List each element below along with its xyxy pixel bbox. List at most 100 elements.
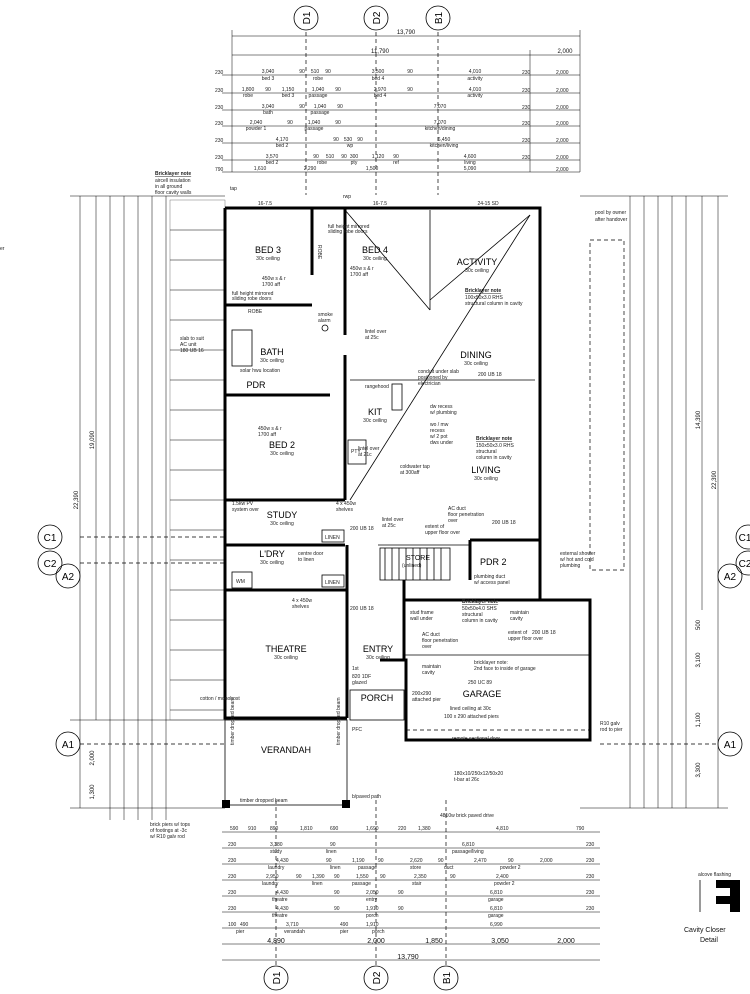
dim: 2,000 (556, 105, 569, 111)
dim: 90 (330, 842, 336, 848)
tbar-note: t-bar at 26c (454, 777, 480, 783)
left-overall-dim: 22,390 (74, 490, 80, 509)
door-note: 820 1DF (352, 674, 371, 680)
room-label-bed2: BED 2 (269, 440, 295, 450)
dim: 2,000 (556, 88, 569, 94)
ac-note: over (448, 518, 458, 524)
room-label-entry: ENTRY (363, 644, 393, 654)
grid-label: D2 (372, 971, 383, 984)
pfc-label: PFC (352, 727, 362, 733)
right-lower-dim: 3,100 (696, 652, 702, 668)
dim: 2,000 (540, 858, 553, 864)
dim: 90 (335, 120, 341, 126)
linen-label: LINEN (325, 535, 340, 541)
robe-label: ROBE (248, 309, 263, 315)
dim: 90 (296, 874, 302, 880)
dim: 2,000 (556, 121, 569, 127)
dim: 3,040 (262, 104, 275, 110)
dim: 230 (228, 858, 237, 864)
dim: 4,430 (276, 890, 289, 896)
brick-note: 2nd face to inside of garage (474, 666, 536, 672)
room-label-theatre: THEATRE (265, 644, 306, 654)
dim: 510 (311, 69, 320, 75)
beam-label: 200 UB 18 (350, 606, 374, 612)
walls (223, 206, 592, 742)
shelf-note: 450w s & r (262, 276, 286, 282)
dim: 1,800 (242, 87, 255, 93)
dim: 90 (341, 154, 347, 160)
dim: 90 (334, 890, 340, 896)
dim: 230 (215, 88, 224, 94)
dim-label: laundry (268, 865, 285, 871)
lintel-note: at 25c (365, 335, 379, 341)
dim: 1,850 (425, 938, 443, 945)
note-line: structural (462, 612, 483, 618)
room-label-study: STUDY (267, 510, 298, 520)
dim-label: robe (317, 160, 327, 166)
dim: 230 (228, 842, 237, 848)
stud-note: stud frame (410, 610, 434, 616)
smoke-alarm: smoke alarm (318, 312, 333, 332)
dim: 2,050 (366, 890, 379, 896)
dim: 90 (398, 906, 404, 912)
dim: 90 (378, 858, 384, 864)
dim-label: entry (366, 897, 378, 903)
dim-label: bed 4 (374, 93, 387, 99)
room-label-pdr2: PDR 2 (480, 557, 507, 567)
brick-hatch (169, 199, 226, 721)
right-dimensions: 22,390 14,390 500 3,100 1,100 3,300 (580, 195, 728, 809)
ceiling-note: 30c ceiling (270, 451, 294, 457)
beam-label: 200 UB 18 (478, 372, 502, 378)
dim-label: pty (351, 160, 358, 166)
room-label-store: STORE (406, 555, 430, 562)
dim: 690 (330, 826, 339, 832)
bottom-dimensions: 590 910 890 1,810 690 1,690 220 1,380 4,… (222, 826, 600, 961)
dim-label: laundry (262, 881, 279, 887)
extent-note: upper floor over (425, 530, 460, 536)
dim: 1,810 (300, 826, 313, 832)
ceiling-note: 30c ceiling (260, 358, 284, 364)
left-dimensions: 22,390 19,090 2,000 1,300 (70, 195, 225, 820)
room-dining: DINING 30c ceiling lintel over at 25c 20… (350, 329, 535, 381)
room-verandah: VERANDAH timber dropped beam timber drop… (150, 697, 350, 840)
dim: 1,390 (312, 874, 325, 880)
dim: 90 (299, 104, 305, 110)
ac-note: floor penetration (422, 638, 458, 644)
wall-code: 16-7.5 (373, 201, 387, 207)
wo-note: wo / mw (430, 422, 449, 428)
dim-label: pier (236, 929, 245, 935)
dim-label: kitchen/living (430, 143, 459, 149)
dim: 4,600 (464, 154, 477, 160)
dim: 230 (522, 138, 531, 144)
conduit-note: electrician (418, 381, 441, 387)
shelf-note: 1700 aff (350, 272, 369, 278)
pier-note: w/ R10 galv rod (150, 834, 185, 840)
room-label-living: LIVING (471, 465, 501, 475)
bricklayer-note-4: Bricklayer note 50x50x4.0 SHS structural… (410, 599, 556, 650)
top-dim-far: 2,000 (557, 49, 573, 55)
dim-label: porch (366, 913, 379, 919)
room-kit: KIT 30c ceiling rangehood conduit under … (347, 369, 459, 476)
dim: 4,890 (267, 938, 285, 945)
grid-label: C1 (739, 533, 750, 544)
smoke-note: smoke (318, 312, 333, 318)
ac-note: over (422, 644, 432, 650)
dim-label: kitchen/dining (425, 126, 456, 132)
right-overall-dim: 22,390 (712, 470, 718, 489)
dim: 1,150 (282, 87, 295, 93)
dim: 230 (586, 890, 595, 896)
dim: 90 (299, 69, 305, 75)
dim-label: passage (352, 881, 371, 887)
dim: 230 (522, 155, 531, 161)
beam-label: 200 UB 18 (350, 526, 374, 532)
wall-code: 16-7.5 (258, 201, 272, 207)
tbar-note: 180x10/250x12/50x20 (454, 771, 503, 777)
dim: 90 (407, 69, 413, 75)
grid-bubble-b1-bottom (433, 965, 459, 991)
dim: 1,500 (366, 166, 379, 172)
rangehood-note: rangehood (365, 384, 389, 390)
shelves-note: shelves (292, 604, 309, 610)
rwp-label: rwp (343, 194, 351, 200)
smoke-note: alarm (318, 318, 331, 324)
dim-label: passage (358, 865, 377, 871)
